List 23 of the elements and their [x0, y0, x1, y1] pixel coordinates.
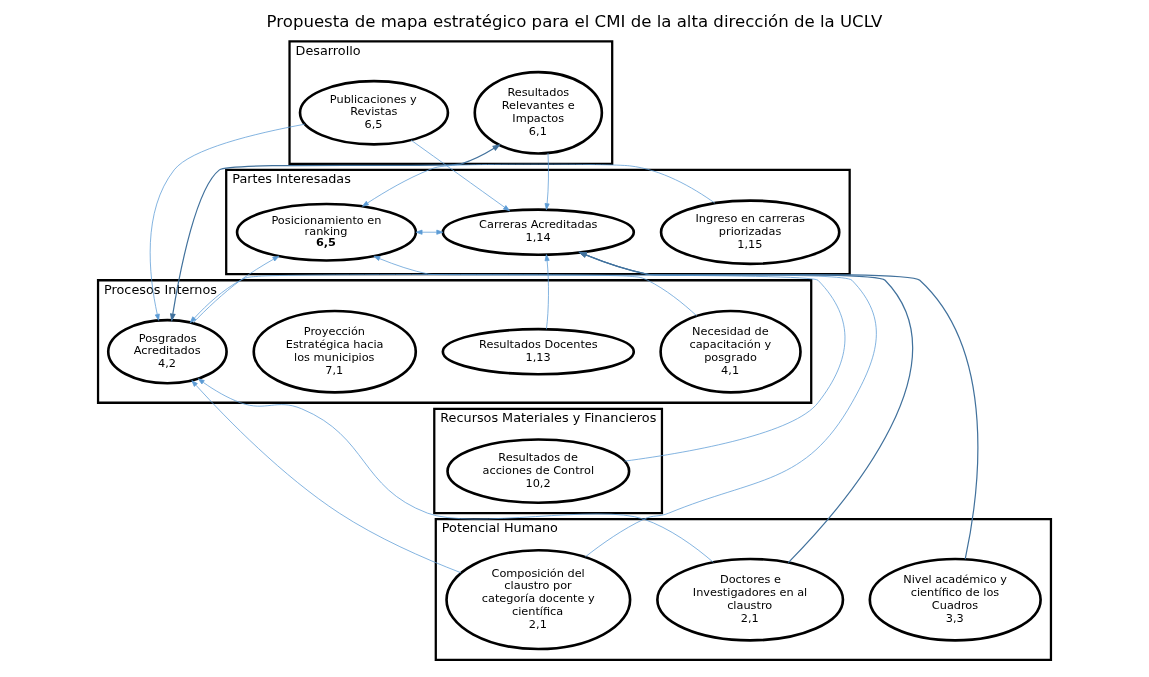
- arrow: [197, 378, 714, 563]
- arrow: [415, 229, 444, 235]
- node-ellipse: Resultados de acciones de Control 10,2: [446, 438, 631, 505]
- node-ellipse: Doctores e Investigadores en al claustro 2,1: [656, 557, 845, 642]
- arrow: [362, 163, 716, 207]
- diagram-title: Propuesta de mapa estratégico para el CMI de la alta dirección de la UCLV: [266, 12, 883, 32]
- node-ellipse: Publicaciones y Revistas 6,5: [298, 79, 450, 146]
- node-ellipse: Proyección Estratégica hacia los municipios 7,1: [252, 309, 418, 394]
- node-ellipse: Ingreso en carreras priorizadas 1,15: [659, 199, 841, 266]
- arrow: [544, 152, 550, 211]
- node-ellipse: Necesidad de capacitación y posgrado 4,1: [659, 309, 802, 394]
- node-ellipse: Resultados Docentes 1,13: [441, 327, 636, 376]
- arrow: [192, 255, 280, 324]
- arrow: [189, 274, 698, 324]
- arrow: [191, 380, 462, 574]
- arrow: [410, 139, 510, 212]
- arrow: [373, 255, 846, 462]
- node-ellipse: Composición del claustro por categoría docente y científica 2,1: [445, 548, 632, 651]
- node-ellipse: Resultados Relevantes e Impactos 6,1: [473, 70, 604, 155]
- arrow: [149, 123, 306, 321]
- arrow: [544, 254, 550, 330]
- arrow: [169, 143, 501, 322]
- node-ellipse: Nivel académico y científico de los Cuadros 3,3: [868, 557, 1042, 642]
